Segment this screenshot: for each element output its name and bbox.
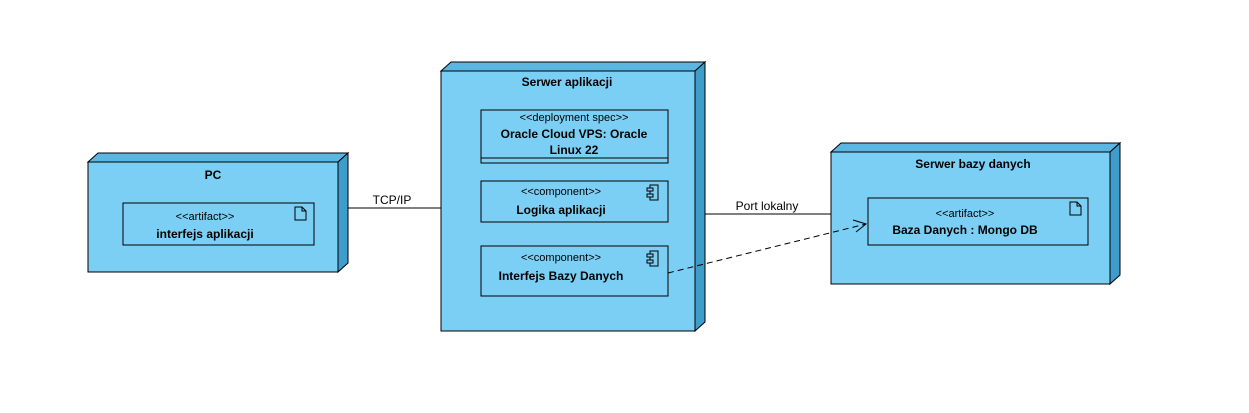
component-icon [646,184,659,201]
dependency-line [667,223,867,274]
document-icon [294,206,307,221]
deployment-spec-box [480,109,669,164]
connection-label: TCP/IP [373,193,412,207]
connection-port-lokalny[interactable]: Port lokalny [705,199,831,215]
component-name: Logika aplikacji [516,203,605,217]
deployment-spec-name-line1: Oracle Cloud VPS: Oracle [501,127,648,141]
artifact-name: interfejs aplikacji [156,227,253,241]
artifact-box [122,202,315,246]
connection-tcp-ip[interactable]: TCP/IP [348,193,441,209]
artifact-stereotype: <<artifact>> [936,208,995,220]
component-icon [646,250,659,267]
node-pc-side [337,151,349,274]
component-stereotype: <<component>> [521,252,601,264]
artifact-baza-danych[interactable]: <<artifact>> Baza Danych : Mongo DB [867,197,1089,246]
artifact-interfejs-aplikacji[interactable]: <<artifact>> interfejs aplikacji [122,202,315,246]
artifact-name: Baza Danych : Mongo DB [892,223,1038,237]
component-name: Interfejs Bazy Danych [499,269,624,283]
component-logika-aplikacji[interactable]: <<component>> Logika aplikacji [480,180,669,223]
component-box [480,245,669,297]
node-pc-title: PC [205,168,222,182]
component-box [480,180,669,223]
node-app-side [694,60,706,333]
artifact-stereotype: <<artifact>> [176,211,235,223]
node-db-title: Serwer bazy danych [915,157,1030,171]
node-db-server[interactable]: Serwer bazy danych <<artifact>> Baza Dan… [829,141,1122,286]
dependency-arrow[interactable] [667,219,868,274]
node-app-server[interactable]: Serwer aplikacji <<deployment spec>> Ora… [439,60,707,333]
component-interfejs-bazy-danych[interactable]: <<component>> Interfejs Bazy Danych [480,245,669,297]
node-pc-top [86,152,350,163]
arrowhead-icon [852,219,868,233]
connection-label: Port lokalny [736,199,799,213]
node-db-top [829,142,1122,153]
component-stereotype: <<component>> [521,186,601,198]
deployment-spec-name-line2: Linux 22 [550,143,599,157]
document-icon [1069,201,1082,216]
artifact-box [867,197,1089,246]
deployment-spec-oracle-cloud[interactable]: <<deployment spec>> Oracle Cloud VPS: Or… [480,109,669,164]
node-app-title: Serwer aplikacji [522,75,613,89]
node-pc[interactable]: PC <<artifact>> interfejs aplikacji [86,151,350,274]
node-db-side [1109,141,1121,286]
deployment-spec-stereotype: <<deployment spec>> [520,112,629,124]
node-app-top [439,61,707,72]
